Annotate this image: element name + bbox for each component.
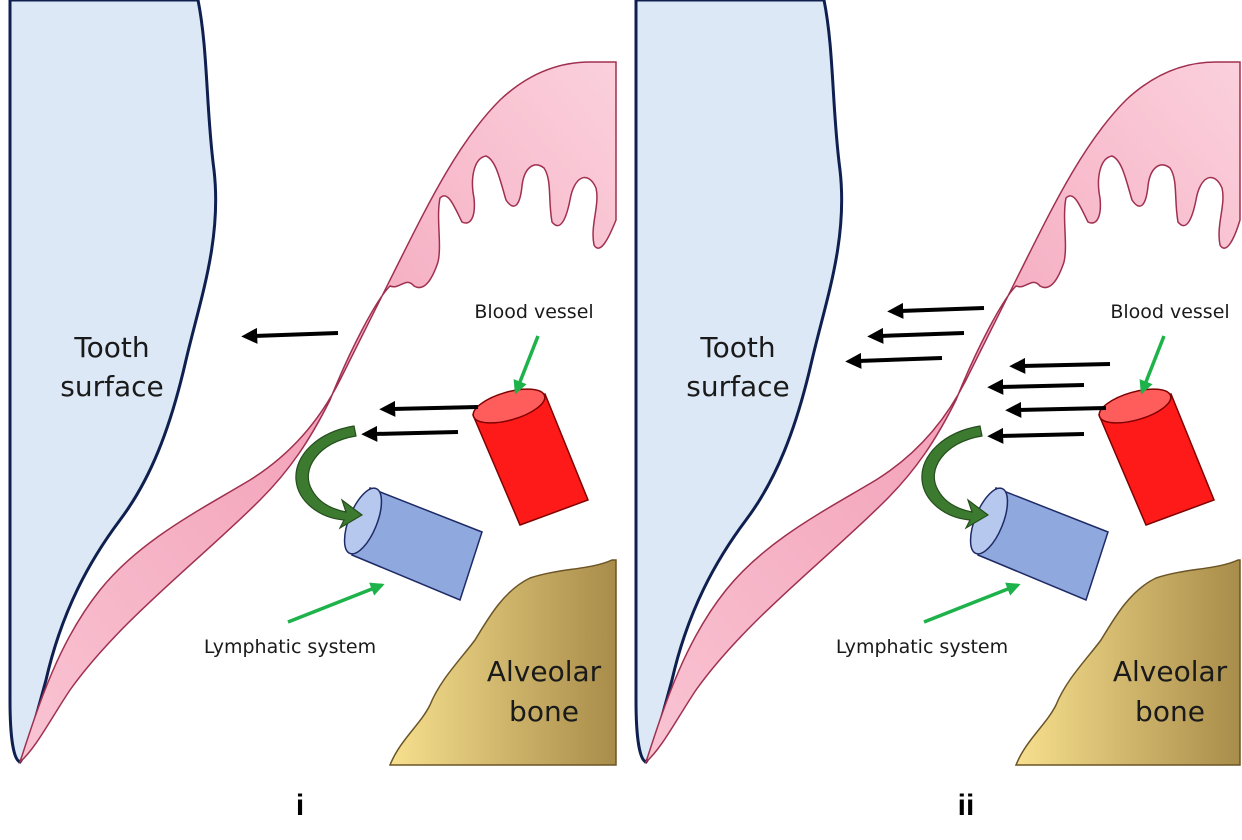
bone-label-line2: bone (1135, 695, 1205, 728)
lymphatic-label: Lymphatic system (204, 636, 376, 658)
fluid-arrows (254, 333, 478, 434)
green-pointer-icon (1142, 336, 1164, 392)
bone-label-line2: bone (509, 695, 579, 728)
bone-label-line1: Alveolar (487, 655, 602, 688)
blood-vessel (470, 382, 588, 525)
green-pointer-icon (924, 585, 1018, 622)
lymphatic-vessel (337, 483, 482, 600)
panel-ii: Tooth surface Blood vessel Lymphatic sys… (636, 0, 1240, 822)
arrow-left-icon (858, 358, 942, 361)
arrow-left-icon (254, 333, 338, 336)
blood-vessel-label: Blood vessel (474, 301, 593, 323)
bone-label-line1: Alveolar (1113, 655, 1228, 688)
panel-i: Tooth surface Blood vessel Lymphatic sys… (10, 0, 616, 822)
arrow-left-icon (1018, 408, 1106, 410)
panel-caption: ii (958, 789, 975, 822)
arrow-left-icon (1000, 385, 1084, 387)
fluid-arrows (858, 308, 1110, 436)
tooth-label-line1: Tooth (73, 331, 149, 364)
arrow-left-icon (1000, 434, 1084, 436)
tooth-label-line2: surface (60, 370, 163, 403)
green-pointer-icon (288, 585, 382, 622)
lymphatic-vessel (963, 483, 1108, 600)
arrow-left-icon (392, 407, 478, 409)
tooth-label-line1: Tooth (699, 331, 775, 364)
arrow-left-icon (900, 308, 984, 311)
arrow-left-icon (880, 333, 964, 336)
blood-vessel (1096, 382, 1214, 525)
arrow-left-icon (1022, 364, 1110, 366)
tooth-label-line2: surface (686, 370, 789, 403)
panel-caption: i (296, 789, 304, 822)
green-pointer-icon (516, 336, 538, 392)
blood-vessel-label: Blood vessel (1110, 301, 1229, 323)
lymphatic-label: Lymphatic system (836, 636, 1008, 658)
arrow-left-icon (374, 432, 458, 434)
